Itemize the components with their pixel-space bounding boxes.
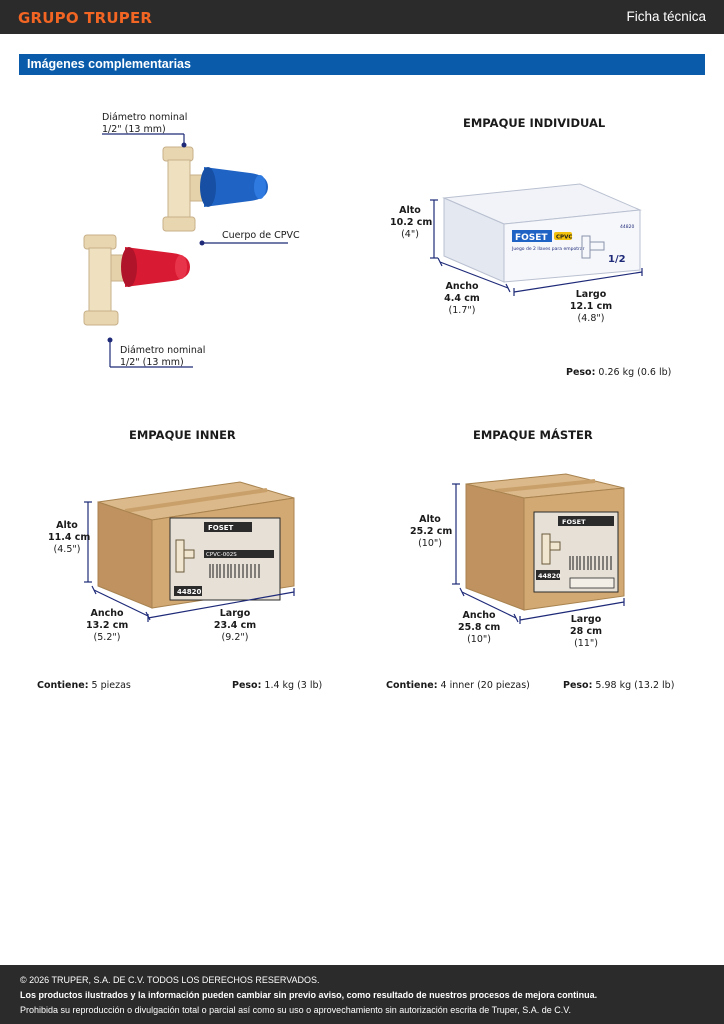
inner-title: EMPAQUE INNER (129, 428, 236, 442)
lot-stamp (569, 577, 615, 589)
inner-box-illustration: FOSET CPVC-002S 44820 (84, 481, 295, 622)
individual-box-illustration: FOSET CPVC Juego de 2 llaves para empotr… (430, 183, 643, 296)
master-alto: Alto 25.2 cm (10") (410, 514, 453, 549)
footer-rights: Prohibida su reproducción o divulgación … (20, 1005, 571, 1015)
master-title: EMPAQUE MÁSTER (473, 428, 593, 442)
callout-lines (102, 133, 288, 368)
individual-alto: Alto 10.2 cm (4") (390, 205, 433, 240)
inner-box-brand: FOSET (208, 524, 234, 532)
master-largo: Largo 28 cm (11") (569, 614, 603, 649)
individual-weight: Peso: 0.26 kg (0.6 lb) (566, 367, 672, 378)
valve-sketch-icon (175, 539, 195, 573)
inner-box-code: 44820 (177, 588, 201, 596)
master-weight: Peso: 5.98 kg (13.2 lb) (563, 680, 675, 691)
individual-ancho: Ancho 4.4 cm (1.7") (444, 281, 480, 316)
master-dimension-lines (452, 483, 625, 624)
individual-box-brand: FOSET (515, 233, 548, 243)
inner-largo: Largo 23.4 cm (9.2") (213, 608, 257, 643)
master-ancho: Ancho 25.8 cm (10") (458, 610, 501, 645)
inner-ancho: Ancho 13.2 cm (5.2") (86, 608, 129, 643)
individual-box-code: 44820 (620, 224, 634, 230)
master-contents: Contiene: 4 inner (20 piezas) (386, 680, 530, 691)
inner-weight: Peso: 1.4 kg (3 lb) (232, 680, 323, 691)
valve-sketch-icon (541, 533, 561, 565)
inner-dimension-lines (84, 501, 295, 622)
brand-logo: GRUPO TRUPER (18, 9, 153, 27)
callout-bottom: Diámetro nominal 1/2" (13 mm) (120, 345, 206, 368)
top-bar: GRUPO TRUPER Ficha técnica (0, 0, 724, 34)
individual-dimension-lines (430, 199, 643, 296)
individual-box-size: 1/2 (608, 254, 626, 265)
barcode-icon (209, 564, 260, 578)
individual-largo: Largo 12.1 cm (4.8") (569, 289, 613, 324)
section-header: Imágenes complementarias (19, 54, 705, 75)
inner-alto: Alto 11.4 cm (4.5") (48, 520, 91, 555)
valve-sketch-icon (581, 235, 605, 259)
footer-copyright: © 2026 TRUPER, S.A. DE C.V. TODOS LOS DE… (20, 975, 320, 985)
barcode-icon (569, 556, 612, 570)
master-box-illustration: FOSET 44820 (452, 473, 625, 624)
document-type: Ficha técnica (626, 9, 706, 24)
individual-box-tag: CPVC (556, 235, 572, 241)
footer: © 2026 TRUPER, S.A. DE C.V. TODOS LOS DE… (0, 965, 724, 1024)
individual-title: EMPAQUE INDIVIDUAL (463, 116, 606, 130)
individual-box-text: Juego de 2 llaves para empotrar (511, 246, 585, 252)
footer-notice: Los productos ilustrados y la informació… (20, 990, 598, 1000)
valve-red-icon (83, 234, 190, 326)
callout-top: Diámetro nominal 1/2" (13 mm) (102, 112, 188, 135)
callout-middle: Cuerpo de CPVC (222, 230, 300, 241)
product-illustration (83, 133, 288, 368)
inner-box-model: CPVC-002S (206, 552, 237, 558)
valve-blue-icon (162, 146, 268, 232)
master-box-brand: FOSET (562, 518, 586, 526)
master-box-code: 44820 (538, 572, 561, 580)
section-title: Imágenes complementarias (27, 57, 191, 71)
inner-contents: Contiene: 5 piezas (37, 680, 131, 691)
